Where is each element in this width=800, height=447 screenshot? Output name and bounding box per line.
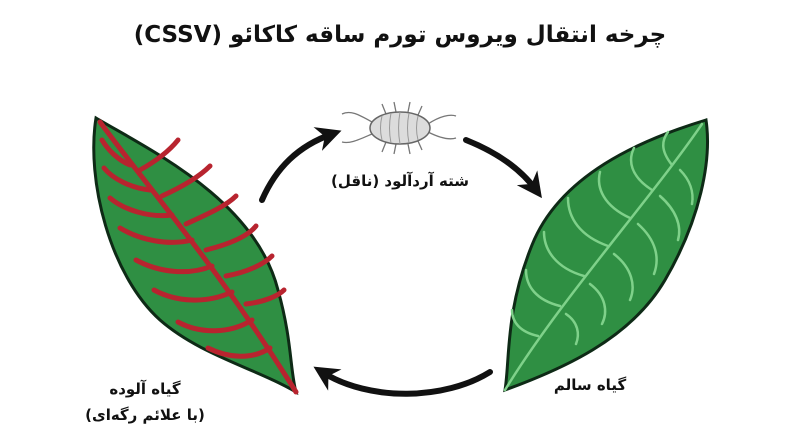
arrow-healthy-to-infected xyxy=(313,366,493,397)
infected-plant-label-line1: گیاه آلوده xyxy=(109,380,181,398)
cycle-arrows xyxy=(259,127,542,397)
infected-plant-label: گیاه آلوده (با علائم رگه‌ای) xyxy=(60,376,230,428)
diagram-title: چرخه انتقال ویروس تورم ساقه کاکائو (CSSV… xyxy=(133,22,667,48)
mealybug-icon xyxy=(341,101,457,155)
red-veined-leaf-icon xyxy=(92,115,299,396)
infected-plant-label-line2: (با علائم رگه‌ای) xyxy=(85,406,205,424)
green-leaf-icon xyxy=(503,118,709,393)
healthy-plant-label: گیاه سالم xyxy=(553,376,627,394)
arrow-vector-to-healthy xyxy=(463,137,542,199)
arrow-infected-to-vector xyxy=(259,127,342,203)
vector-label: شته آردآلود (ناقل) xyxy=(331,172,469,190)
